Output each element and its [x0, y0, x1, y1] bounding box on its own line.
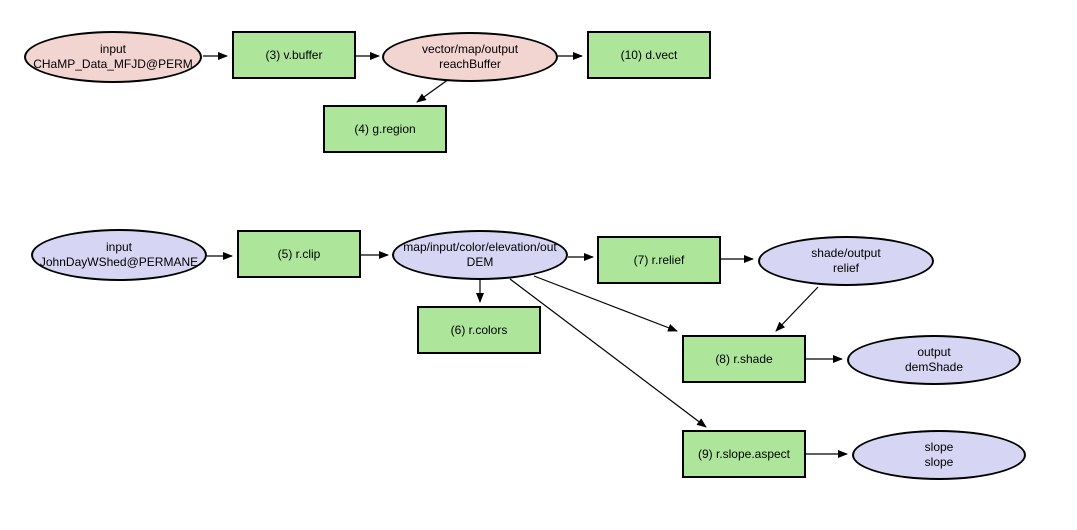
node-r-relief[interactable]: (7) r.relief — [597, 236, 721, 284]
node-label: slope — [924, 455, 954, 469]
node-label: (6) r.colors — [450, 322, 508, 337]
node-input-champ-data[interactable]: input CHaMP_Data_MFJD@PERM — [24, 31, 202, 83]
node-label: JohnDayWShed@PERMANE — [39, 255, 199, 269]
node-r-shade[interactable]: (8) r.shade — [682, 335, 806, 383]
node-label: shade/output — [811, 246, 881, 260]
node-label: (3) v.buffer — [265, 47, 323, 62]
node-input-johndaywshed[interactable]: input JohnDayWShed@PERMANE — [31, 229, 207, 281]
node-label: output — [917, 345, 951, 359]
node-label: vector/map/output — [421, 42, 519, 56]
node-label: CHaMP_Data_MFJD@PERM — [33, 57, 193, 71]
node-label: (4) g.region — [354, 121, 416, 136]
node-label: input — [99, 42, 127, 56]
node-r-clip[interactable]: (5) r.clip — [237, 230, 361, 278]
node-label: slope — [924, 440, 954, 454]
node-d-vect[interactable]: (10) d.vect — [587, 31, 711, 79]
node-relief[interactable]: shade/output relief — [758, 236, 934, 286]
edge-reachbuffer-gregion[interactable] — [416, 78, 450, 103]
node-g-region[interactable]: (4) g.region — [323, 105, 447, 153]
node-label: (9) r.slope.aspect — [697, 446, 791, 461]
node-label: demShade — [904, 360, 964, 374]
node-label: input — [105, 240, 133, 254]
node-label: (5) r.clip — [277, 246, 321, 261]
node-demshade[interactable]: output demShade — [847, 335, 1021, 385]
node-slope[interactable]: slope slope — [852, 430, 1026, 480]
node-output-reachbuffer[interactable]: vector/map/output reachBuffer — [382, 32, 558, 82]
node-v-buffer[interactable]: (3) v.buffer — [232, 31, 356, 79]
edge-dem-rshade[interactable] — [533, 275, 678, 332]
edge-relief-rshade[interactable] — [775, 286, 819, 332]
node-label: reachBuffer — [439, 57, 501, 71]
edge-dem-rslope[interactable] — [509, 278, 707, 428]
node-label: map/input/color/elevation/out — [403, 240, 557, 254]
node-label: DEM — [466, 255, 494, 269]
node-label: (7) r.relief — [633, 252, 685, 267]
node-label: (8) r.shade — [715, 351, 773, 366]
node-r-colors[interactable]: (6) r.colors — [417, 306, 541, 354]
node-label: relief — [832, 261, 859, 275]
node-dem[interactable]: map/input/color/elevation/out DEM — [392, 230, 568, 280]
node-label: (10) d.vect — [620, 47, 678, 62]
node-r-slope-aspect[interactable]: (9) r.slope.aspect — [682, 430, 806, 478]
